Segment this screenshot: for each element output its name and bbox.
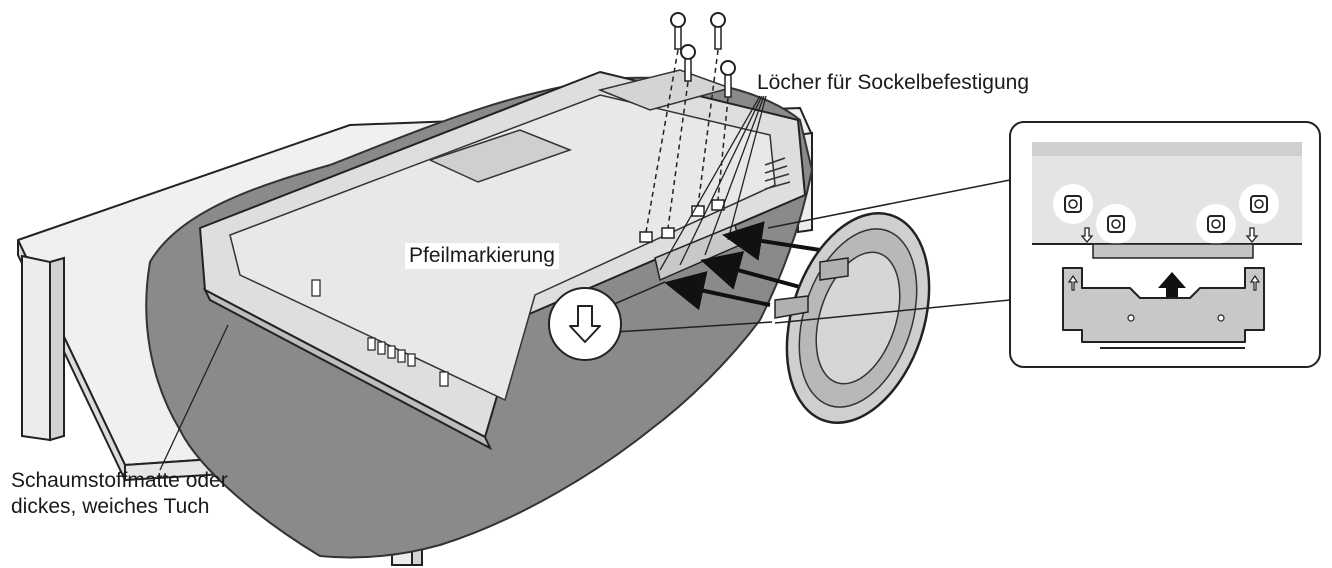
mat-leader-line <box>159 324 229 471</box>
mounting-holes-label: Löcher für Sockelbefestigung <box>757 71 1030 94</box>
down-arrow-icon <box>1080 227 1259 244</box>
holes-leader-lines <box>659 95 767 271</box>
foam-mat-label-line2: dickes, weiches Tuch <box>11 495 210 518</box>
screw-icon <box>667 44 696 229</box>
stand-base <box>774 212 931 424</box>
screws <box>645 12 736 233</box>
insertion-arrow-icon <box>700 251 801 290</box>
screw-icon <box>645 12 686 233</box>
foam-mat-label: Schaumstoffmatte oder dickes, weiches Tu… <box>11 468 228 520</box>
arrow-callout <box>548 281 773 361</box>
arrow-marking-label: Pfeilmarkierung <box>405 243 559 269</box>
detail-callout-lines <box>767 179 1011 324</box>
detail-inset <box>1009 121 1321 368</box>
up-arrow-icon <box>1158 272 1186 300</box>
up-arrow-icon <box>1067 274 1261 291</box>
screw-icon <box>697 12 726 207</box>
foam-mat-label-line1: Schaumstoffmatte oder <box>11 469 228 492</box>
insertion-arrows <box>664 221 821 311</box>
insertion-arrow-icon <box>664 271 771 311</box>
down-arrow-icon <box>569 305 601 343</box>
insertion-arrow-icon <box>722 221 821 261</box>
